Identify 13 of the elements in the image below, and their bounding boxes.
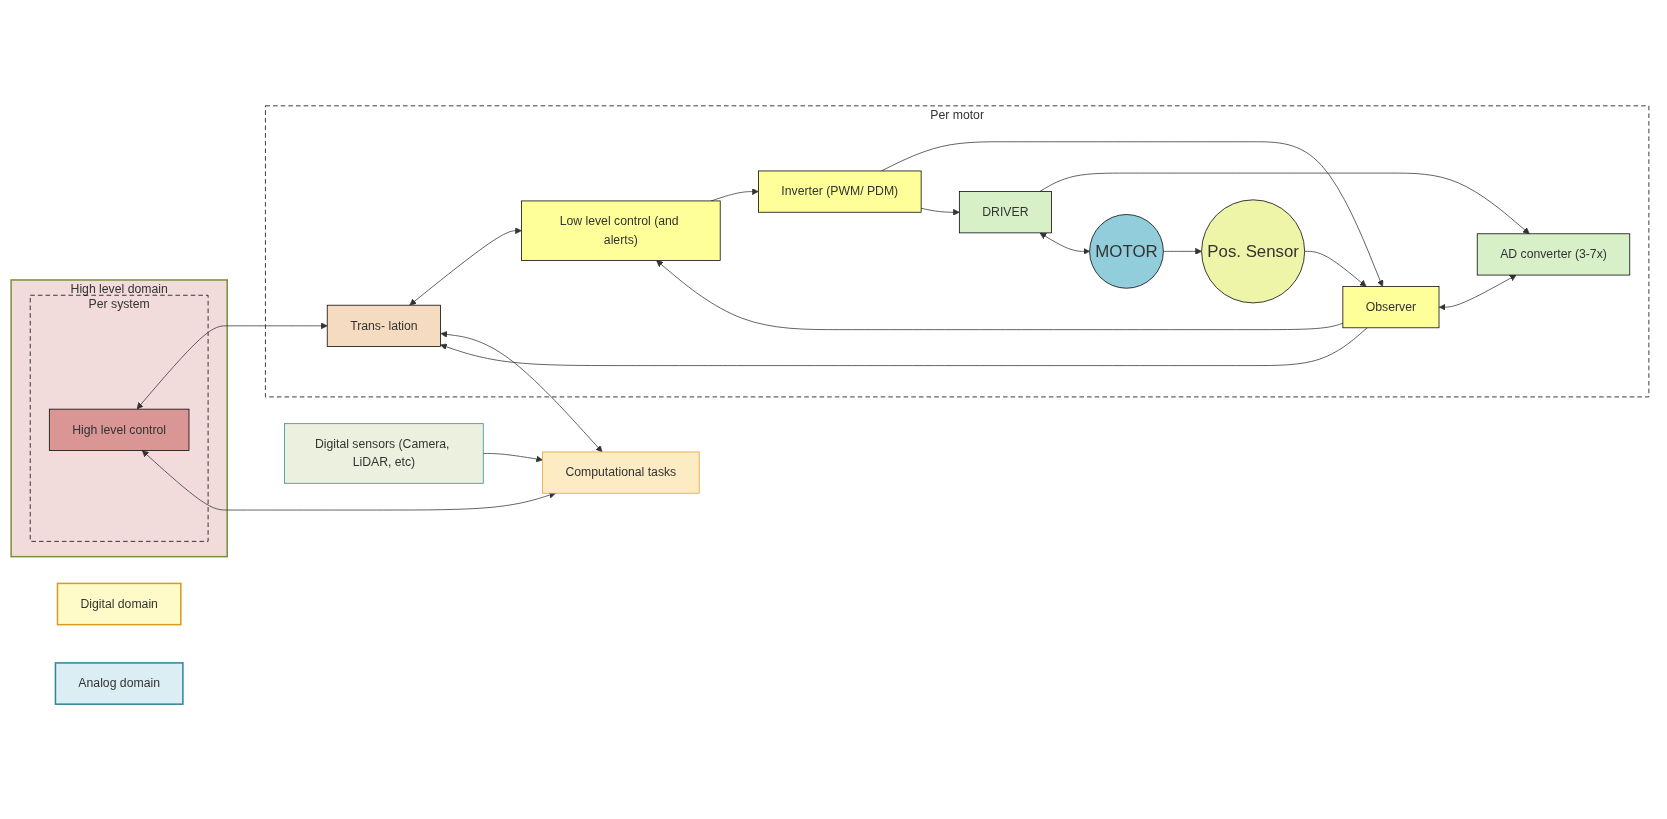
node-box: Digital sensors (Camera, LiDAR, etc): [284, 423, 484, 484]
node-box: Digital domain: [56, 582, 182, 626]
node-box: Trans- lation: [326, 304, 441, 347]
node-box: AD converter (3-7x): [1476, 233, 1631, 276]
node-circle: MOTOR: [1089, 214, 1164, 289]
node-box: Low level control (and alerts): [521, 200, 721, 261]
node-box: Observer: [1342, 286, 1440, 329]
node-circle: Pos. Sensor: [1201, 199, 1306, 304]
node-box: Inverter (PWM/ PDM): [758, 170, 922, 213]
node-box: High level control: [48, 408, 190, 451]
node-box: Analog domain: [54, 662, 184, 705]
node-box: Computational tasks: [542, 451, 700, 494]
node-box: DRIVER: [958, 191, 1052, 234]
